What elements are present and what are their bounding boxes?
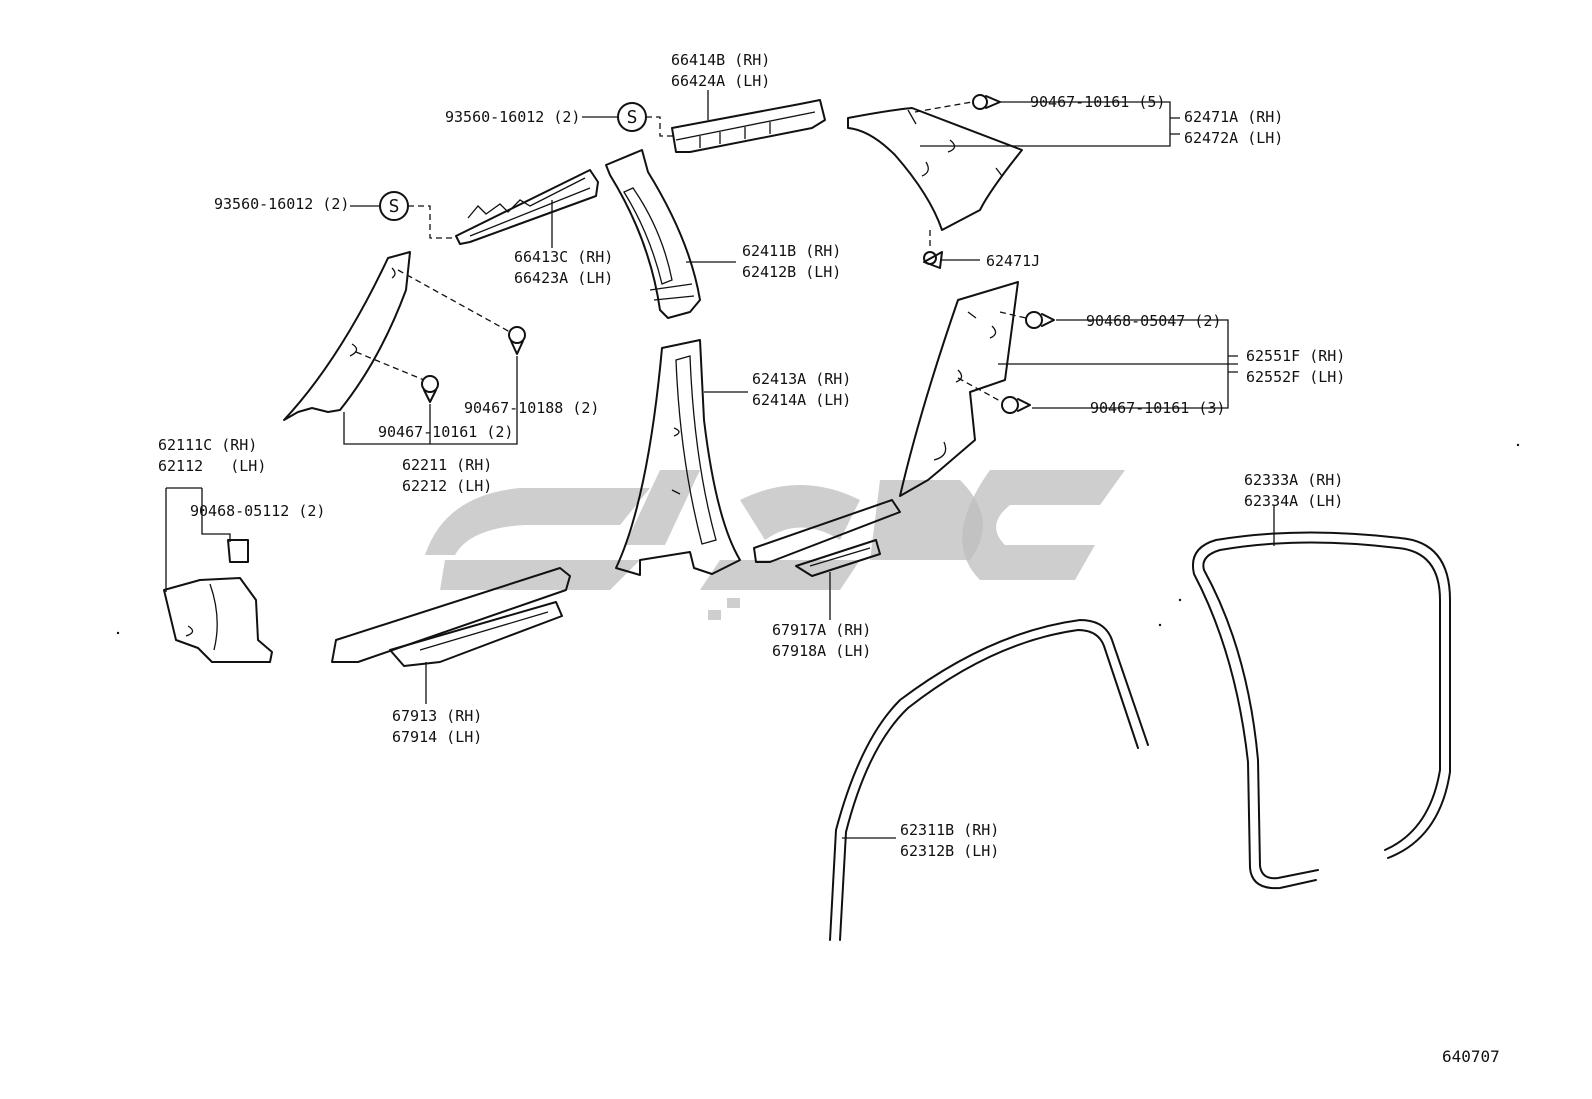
svg-text:S: S (389, 196, 400, 217)
label-66423a: 66423A (LH) (514, 269, 613, 287)
part-62333a-rear-door-weatherstrip (1192, 531, 1451, 890)
label-62211: 62211 (RH) (402, 456, 492, 474)
part-67917a-rear-scuff-plate (753, 499, 901, 577)
label-66414b: 66414B (RH) (671, 51, 770, 69)
label-62111c: 62111C (RH) (158, 436, 257, 454)
service-symbol-lower: S (379, 191, 409, 221)
label-90468-05112: 90468-05112 (2) (190, 502, 325, 520)
label-62413a: 62413A (RH) (752, 370, 851, 388)
service-symbol-upper: S (617, 102, 647, 132)
label-62412b: 62412B (LH) (742, 263, 841, 281)
label-62552f: 62552F (LH) (1246, 368, 1345, 386)
part-labels: 66414B (RH) 66424A (LH) 93560-16012 (2) … (158, 51, 1345, 860)
label-62471a: 62471A (RH) (1184, 108, 1283, 126)
label-62414a: 62414A (LH) (752, 391, 851, 409)
clip-icon-90467-10161-2 (421, 375, 439, 403)
label-66424a: 66424A (LH) (671, 72, 770, 90)
clip-icon-90467-10161-3 (1001, 396, 1031, 414)
label-62471j: 62471J (986, 252, 1040, 270)
label-67917a: 67917A (RH) (772, 621, 871, 639)
watermark-logo (425, 470, 1125, 620)
clip-icon-90467-10188 (508, 326, 526, 355)
label-62334a: 62334A (LH) (1244, 492, 1343, 510)
label-93560-lower: 93560-16012 (2) (214, 195, 349, 213)
label-62112: 62112 (LH) (158, 457, 266, 475)
part-62413a-pillar-lower (615, 339, 741, 576)
label-62411b: 62411B (RH) (742, 242, 841, 260)
label-67913: 67913 (RH) (392, 707, 482, 725)
label-66413c: 66413C (RH) (514, 248, 613, 266)
part-62111c-cowl-side-trim (163, 539, 273, 663)
part-62551f-quarter-lower-trim (899, 281, 1019, 497)
part-62411b-pillar-upper (605, 149, 701, 319)
leader-lines (165, 90, 1275, 839)
part-62311b-front-door-weatherstrip (829, 619, 1149, 941)
label-62311b: 62311B (RH) (900, 821, 999, 839)
label-62472a: 62472A (LH) (1184, 129, 1283, 147)
label-93560-upper: 93560-16012 (2) (445, 108, 580, 126)
part-62471a-quarter-upper-trim (847, 107, 1023, 231)
label-90468-05047: 90468-05047 (2) (1086, 312, 1221, 330)
scan-dots (116, 443, 1520, 635)
label-90467-10161-5: 90467-10161 (5) (1030, 93, 1165, 111)
label-90467-10188: 90467-10188 (2) (464, 399, 599, 417)
figure-id: 640707 (1442, 1047, 1500, 1066)
clip-icon-62471j (923, 251, 943, 269)
part-66414b-roof-rail-trim (671, 99, 826, 153)
svg-text:S: S (627, 107, 638, 128)
label-62333a: 62333A (RH) (1244, 471, 1343, 489)
label-62551f: 62551F (RH) (1246, 347, 1345, 365)
label-90467-10161-2: 90467-10161 (2) (378, 423, 513, 441)
label-90467-10161-3: 90467-10161 (3) (1090, 399, 1225, 417)
part-67913-front-scuff-plate (331, 567, 571, 667)
label-62312b: 62312B (LH) (900, 842, 999, 860)
label-62212: 62212 (LH) (402, 477, 492, 495)
clip-icon-90467-10161-5 (972, 94, 1001, 110)
label-67918a: 67918A (LH) (772, 642, 871, 660)
part-62211-a-pillar-trim (283, 251, 411, 421)
label-67914: 67914 (LH) (392, 728, 482, 746)
clip-icon-90468-05047 (1025, 311, 1055, 329)
part-66413c-roof-side-trim (455, 169, 599, 245)
